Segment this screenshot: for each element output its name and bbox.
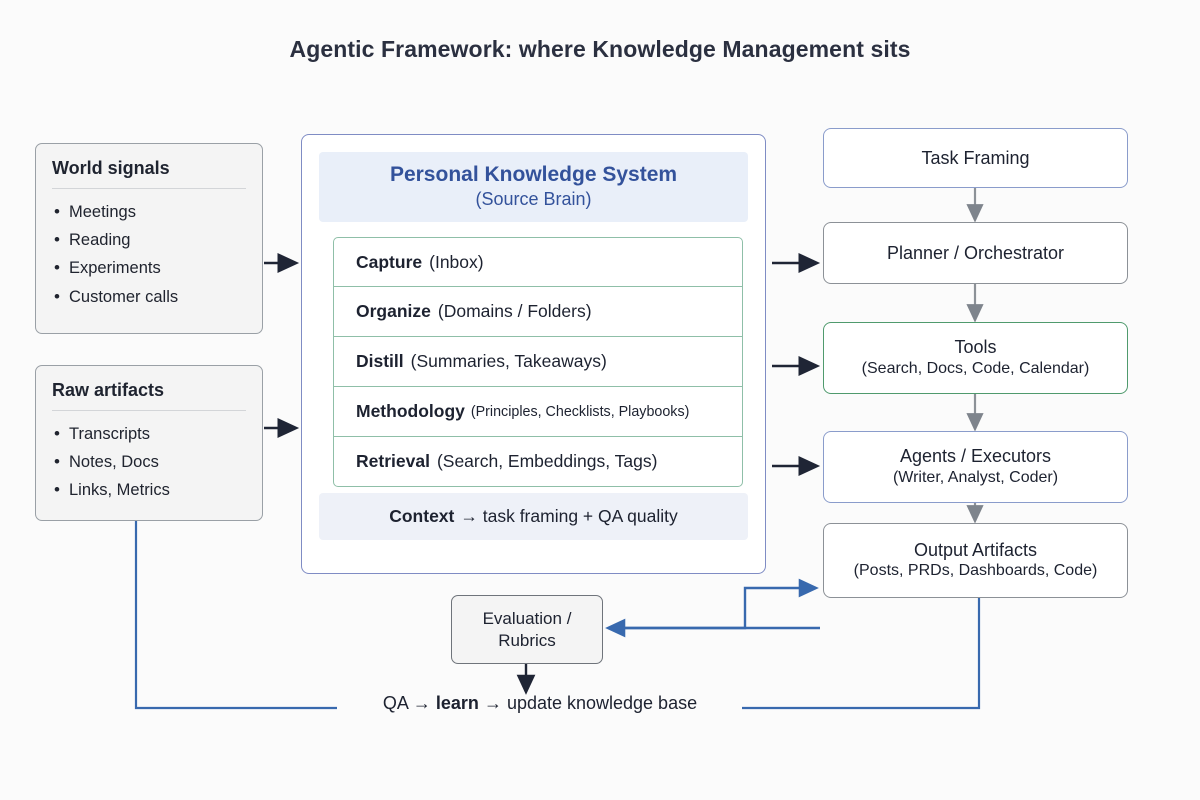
list-item: Reading	[52, 225, 246, 254]
card-list: Meetings Reading Experiments Customer ca…	[52, 197, 246, 311]
node-title: Tools	[954, 337, 997, 358]
qa-feedback-loop-label: QA → learn → update knowledge base	[345, 693, 735, 714]
layer-name: Retrieval	[356, 451, 430, 471]
divider	[52, 410, 246, 411]
layer-name: Capture	[356, 251, 423, 272]
card-heading: Raw artifacts	[52, 380, 165, 400]
qa-arrow-2: →	[483, 693, 502, 713]
layer-detail: (Principles, Checklists, Playbooks)	[470, 403, 690, 420]
node-title: Output Artifacts	[913, 539, 1038, 560]
pks-layer-methodology: Methodology (Principles, Checklists, Pla…	[333, 387, 743, 437]
node-output-artifacts: Output Artifacts (Posts, PRDs, Dashboard…	[823, 523, 1128, 598]
node-agents-executors: Agents / Executors (Writer, Analyst, Cod…	[823, 431, 1128, 503]
node-subtitle: (Posts, PRDs, Dashboards, Code)	[853, 562, 1098, 580]
pks-subtitle: (Source Brain)	[475, 188, 592, 209]
pks-layer-distill: Distill (Summaries, Takeaways)	[333, 337, 743, 387]
node-title: Agents / Executors	[899, 446, 1052, 467]
qa-prefix: QA	[382, 693, 413, 713]
pks-layer-retrieval: Retrieval (Search, Embeddings, Tags)	[333, 437, 743, 487]
list-item: Links, Metrics	[52, 475, 246, 504]
context-detail: → task framing + QA quality	[460, 506, 678, 526]
layer-name: Methodology	[356, 401, 465, 421]
list-item: Transcripts	[52, 419, 246, 448]
evaluation-line-2: Rubrics	[498, 630, 556, 650]
layer-name: Distill	[356, 351, 404, 371]
layer-detail: (Summaries, Takeaways)	[410, 351, 607, 371]
qa-arrow-1: →	[412, 693, 431, 713]
list-item: Customer calls	[52, 282, 246, 311]
layer-detail: (Inbox)	[429, 251, 484, 272]
node-evaluation-rubrics: Evaluation / Rubrics	[451, 595, 603, 664]
evaluation-line-1: Evaluation /	[482, 608, 572, 628]
pks-layer-organize: Organize (Domains / Folders)	[333, 287, 743, 337]
personal-knowledge-system-panel: Personal Knowledge System (Source Brain)…	[301, 134, 766, 574]
layer-detail: (Search, Embeddings, Tags)	[436, 451, 658, 471]
list-item: Notes, Docs	[52, 447, 246, 476]
layer-detail: (Domains / Folders)	[437, 301, 592, 321]
pks-title: Personal Knowledge System	[389, 162, 678, 186]
divider	[52, 188, 246, 189]
page-title: Agentic Framework: where Knowledge Manag…	[289, 36, 911, 62]
node-task-framing: Task Framing	[823, 128, 1128, 188]
node-title: Planner / Orchestrator	[886, 242, 1065, 263]
node-subtitle: (Search, Docs, Code, Calendar)	[861, 359, 1090, 377]
card-world-signals: World signals Meetings Reading Experimen…	[35, 143, 263, 334]
qa-mid: learn	[430, 693, 484, 713]
pks-layer-stack: Capture (Inbox) Organize (Domains / Fold…	[333, 237, 743, 487]
list-item: Meetings	[52, 197, 246, 226]
context-label: Context	[389, 506, 455, 526]
node-subtitle: (Writer, Analyst, Coder)	[892, 468, 1059, 486]
list-item: Experiments	[52, 253, 246, 282]
card-list: Transcripts Notes, Docs Links, Metrics	[52, 419, 246, 505]
pks-header: Personal Knowledge System (Source Brain)	[319, 152, 748, 222]
card-heading: World signals	[52, 158, 170, 178]
node-planner-orchestrator: Planner / Orchestrator	[823, 222, 1128, 284]
pks-layer-capture: Capture (Inbox)	[333, 237, 743, 287]
pks-context-bar: Context → task framing + QA quality	[319, 493, 748, 540]
layer-name: Organize	[356, 301, 431, 321]
node-tools: Tools (Search, Docs, Code, Calendar)	[823, 322, 1128, 394]
node-title: Task Framing	[921, 147, 1030, 168]
edge-evaluation-to-output	[610, 578, 819, 630]
card-raw-artifacts: Raw artifacts Transcripts Notes, Docs Li…	[35, 365, 263, 521]
qa-suffix: update knowledge base	[501, 693, 698, 713]
